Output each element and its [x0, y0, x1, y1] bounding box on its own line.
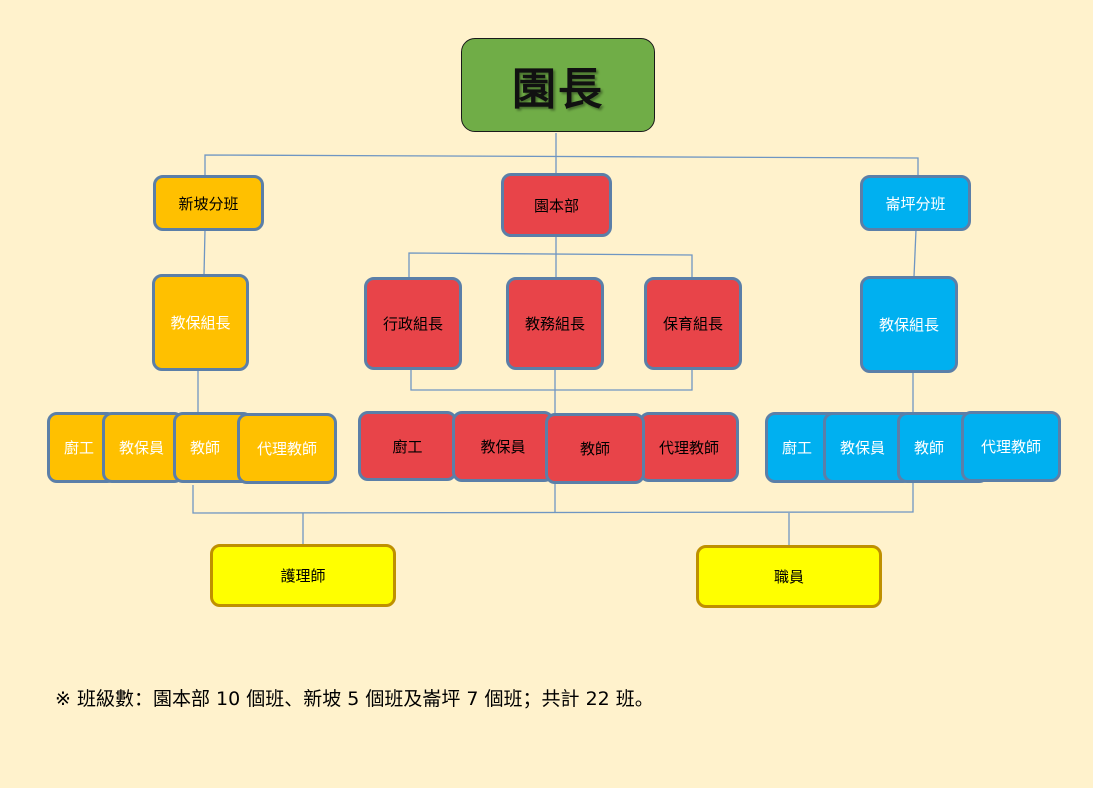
principal-label: 園長 [512, 64, 604, 115]
branch-main-label: 園本部 [533, 196, 579, 215]
xinpo-lead-label: 教保組長 [170, 314, 231, 332]
principal-box: 園長 [461, 38, 655, 132]
main-staff-teacher-label: 教師 [579, 440, 610, 458]
care-lead-label: 保育組長 [662, 315, 723, 333]
nanping-staff-educator-label: 教保員 [840, 439, 886, 457]
nurse-label: 護理師 [280, 567, 326, 585]
main-staff-substitute: 代理教師 [639, 412, 739, 482]
nanping-staff-teacher-label: 教師 [914, 439, 945, 457]
main-staff-substitute-label: 代理教師 [658, 438, 719, 457]
main-staff-cook: 廚工 [358, 411, 457, 481]
main-staff-cook-label: 廚工 [392, 437, 423, 456]
xinpo-staff-substitute: 代理教師 [237, 413, 337, 484]
nanping-staff-cook-label: 廚工 [782, 439, 813, 457]
clerk-label: 職員 [773, 568, 804, 586]
branch-nanping-box: 崙坪分班 [860, 175, 971, 231]
branch-xinpo-box: 新坡分班 [153, 175, 264, 231]
nanping-staff-substitute-label: 代理教師 [980, 438, 1041, 456]
main-staff-educator-label: 教保員 [480, 438, 526, 456]
clerk-box: 職員 [696, 545, 882, 608]
admin-lead-box: 行政組長 [364, 277, 462, 370]
branch-main-box: 園本部 [501, 173, 612, 237]
xinpo-lead-box: 教保組長 [152, 274, 249, 371]
xinpo-staff-substitute-label: 代理教師 [256, 440, 317, 458]
nurse-box: 護理師 [210, 544, 396, 607]
nanping-lead-box: 教保組長 [860, 276, 958, 373]
main-staff-educator: 教保員 [452, 411, 554, 482]
affairs-lead-box: 教務組長 [506, 277, 604, 370]
branch-xinpo-label: 新坡分班 [178, 194, 239, 213]
admin-lead-label: 行政組長 [382, 315, 443, 333]
affairs-lead-label: 教務組長 [524, 315, 585, 333]
xinpo-staff-cook-label: 廚工 [64, 439, 95, 457]
nanping-lead-label: 教保組長 [878, 316, 939, 334]
care-lead-box: 保育組長 [644, 277, 742, 370]
xinpo-staff-educator-label: 教保員 [119, 439, 165, 457]
nanping-staff-substitute: 代理教師 [961, 411, 1061, 482]
branch-nanping-label: 崙坪分班 [885, 194, 946, 213]
main-staff-teacher: 教師 [545, 413, 645, 484]
xinpo-staff-teacher-label: 教師 [190, 439, 221, 457]
xinpo-staff-educator: 教保員 [102, 412, 184, 483]
footnote: ※ 班級數：園本部 10 個班、新坡 5 個班及崙坪 7 個班；共計 22 班。 [55, 688, 654, 710]
